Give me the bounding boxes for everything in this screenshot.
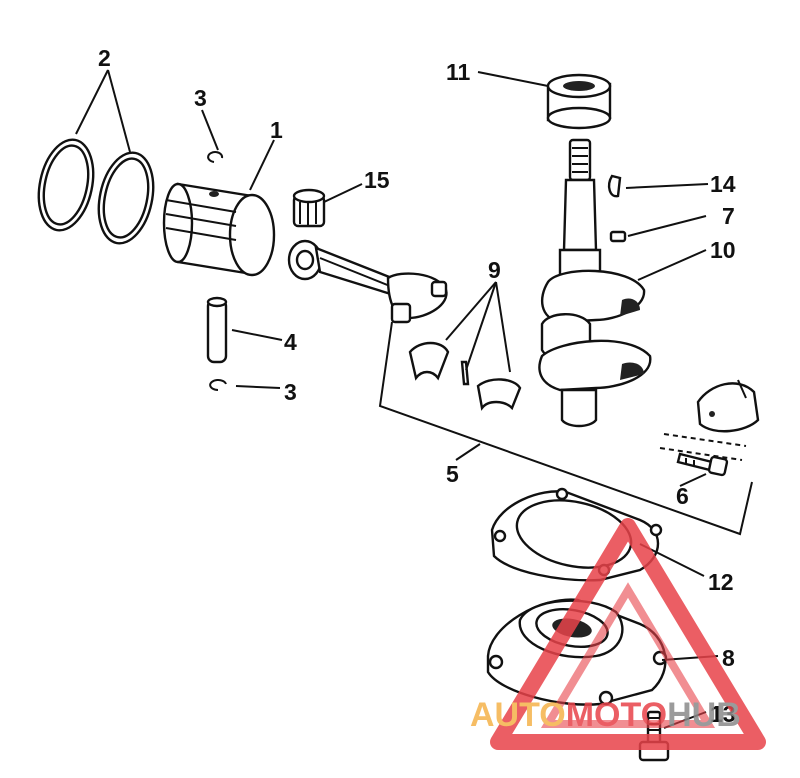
rod-cap-bolt bbox=[676, 452, 729, 477]
piston bbox=[162, 182, 276, 277]
automotohub-watermark: AUTOMOTOHUB bbox=[470, 518, 766, 750]
svg-text:AUTOMOTOHUB: AUTOMOTOHUB bbox=[470, 696, 741, 734]
piston-pin-snap-ring-top bbox=[207, 151, 224, 163]
piston-pin-snap-ring-bottom bbox=[209, 379, 227, 391]
callout-9: 9 bbox=[488, 257, 501, 283]
piston-pin bbox=[206, 296, 228, 364]
dowel-pin bbox=[609, 230, 627, 243]
rod-bearing-shells bbox=[408, 341, 522, 411]
callout-10: 10 bbox=[710, 237, 736, 263]
callout-2: 2 bbox=[98, 45, 111, 71]
connecting-rod bbox=[287, 239, 448, 324]
watermark-moto: MOTO bbox=[566, 696, 667, 734]
rod-cap bbox=[659, 379, 760, 461]
callout-3-bottom: 3 bbox=[284, 379, 297, 405]
piston-rings bbox=[37, 138, 155, 245]
callout-1: 1 bbox=[270, 117, 283, 143]
callout-6: 6 bbox=[676, 483, 689, 509]
watermark-auto: AUTO bbox=[470, 696, 566, 734]
callout-8: 8 bbox=[722, 645, 735, 671]
callout-12: 12 bbox=[708, 569, 734, 595]
callout-11: 11 bbox=[446, 59, 471, 85]
callout-3-top: 3 bbox=[194, 85, 207, 111]
assembly-bracket bbox=[378, 321, 753, 536]
crankshaft-seal bbox=[546, 73, 612, 130]
callout-15: 15 bbox=[364, 167, 390, 193]
needle-bearing bbox=[292, 188, 326, 228]
callout-14: 14 bbox=[710, 171, 736, 197]
callout-7: 7 bbox=[722, 203, 735, 229]
callout-5: 5 bbox=[446, 461, 459, 487]
watermark-hub: HUB bbox=[667, 696, 741, 734]
callout-4: 4 bbox=[284, 329, 297, 355]
crankshaft bbox=[538, 138, 652, 428]
woodruff-key bbox=[607, 174, 622, 198]
